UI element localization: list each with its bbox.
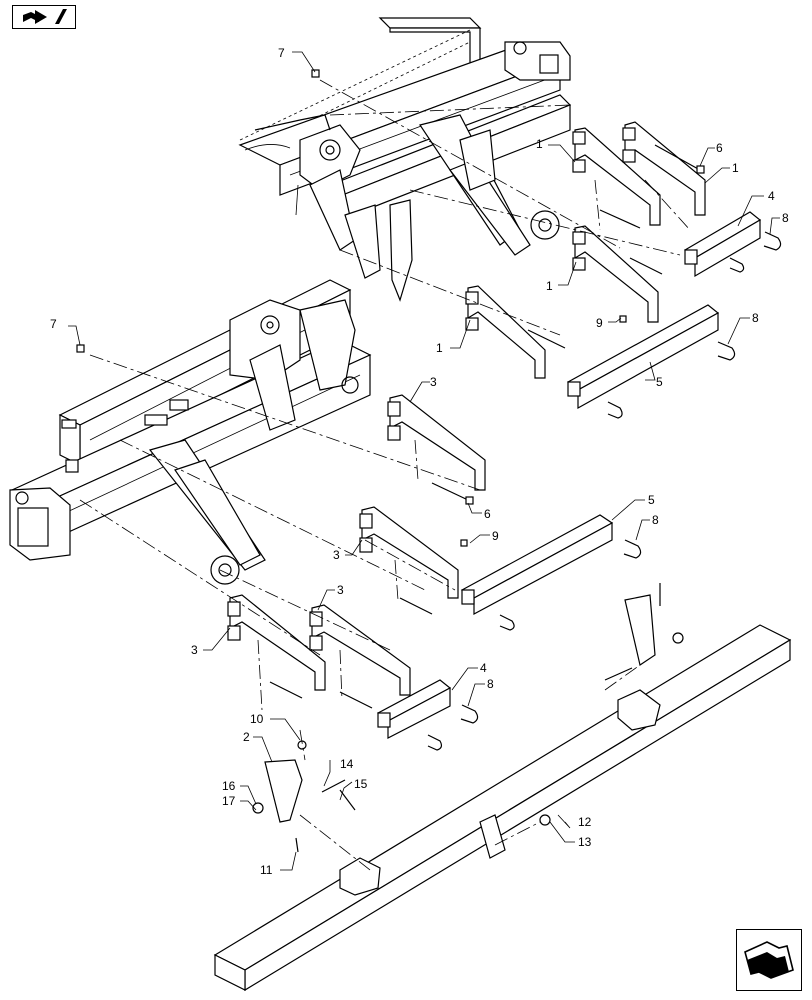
callout-6: 6 — [484, 507, 491, 521]
callout-14: 14 — [340, 757, 354, 771]
callout-8: 8 — [752, 311, 759, 325]
callout-7: 7 — [278, 46, 285, 60]
callout-8: 8 — [487, 677, 494, 691]
callout-1: 1 — [536, 137, 543, 151]
callout-7: 7 — [50, 317, 57, 331]
tool-bar-part-12 — [213, 624, 792, 992]
callout-6: 6 — [716, 141, 723, 155]
callout-4: 4 — [768, 189, 775, 203]
bracket-part-1-group — [465, 121, 706, 379]
callout-17: 17 — [222, 794, 236, 808]
callout-8: 8 — [782, 211, 789, 225]
callout-16: 16 — [222, 779, 236, 793]
callout-3: 3 — [337, 583, 344, 597]
callout-2: 2 — [243, 730, 250, 744]
upper-frame — [238, 17, 572, 302]
callout-5: 5 — [656, 375, 663, 389]
next-page-button[interactable] — [736, 929, 802, 991]
callout-1: 1 — [546, 279, 553, 293]
bracket-part-3-group — [227, 394, 486, 696]
tube-parts — [376, 211, 762, 739]
mount-bracket-right — [624, 583, 684, 666]
callout-10: 10 — [250, 712, 264, 726]
fastener-parts — [76, 69, 705, 709]
callout-1: 1 — [436, 341, 443, 355]
callout-12: 12 — [578, 815, 592, 829]
callout-15: 15 — [354, 777, 368, 791]
assembly-centerlines — [79, 79, 691, 871]
callout-13: 13 — [578, 835, 592, 849]
callout-3: 3 — [333, 548, 340, 562]
clamp-part-2 — [252, 740, 356, 853]
callout-9: 9 — [596, 316, 603, 330]
callout-labels: 7 7 1 6 1 4 8 1 9 8 1 5 3 6 9 5 8 3 3 3 … — [50, 46, 789, 877]
book-arrow-icon — [23, 9, 67, 24]
callout-9: 9 — [492, 529, 499, 543]
callout-1: 1 — [732, 161, 739, 175]
next-page-arrow-icon — [744, 941, 794, 979]
callout-leaders — [68, 51, 780, 871]
callout-3: 3 — [430, 375, 437, 389]
callout-8: 8 — [652, 513, 659, 527]
callout-11: 11 — [260, 863, 273, 877]
callout-5: 5 — [648, 493, 655, 507]
lower-frame — [9, 279, 372, 585]
previous-page-button[interactable] — [12, 5, 76, 29]
u-bolt-parts — [427, 231, 782, 751]
callout-3: 3 — [191, 643, 198, 657]
callout-4: 4 — [480, 661, 487, 675]
